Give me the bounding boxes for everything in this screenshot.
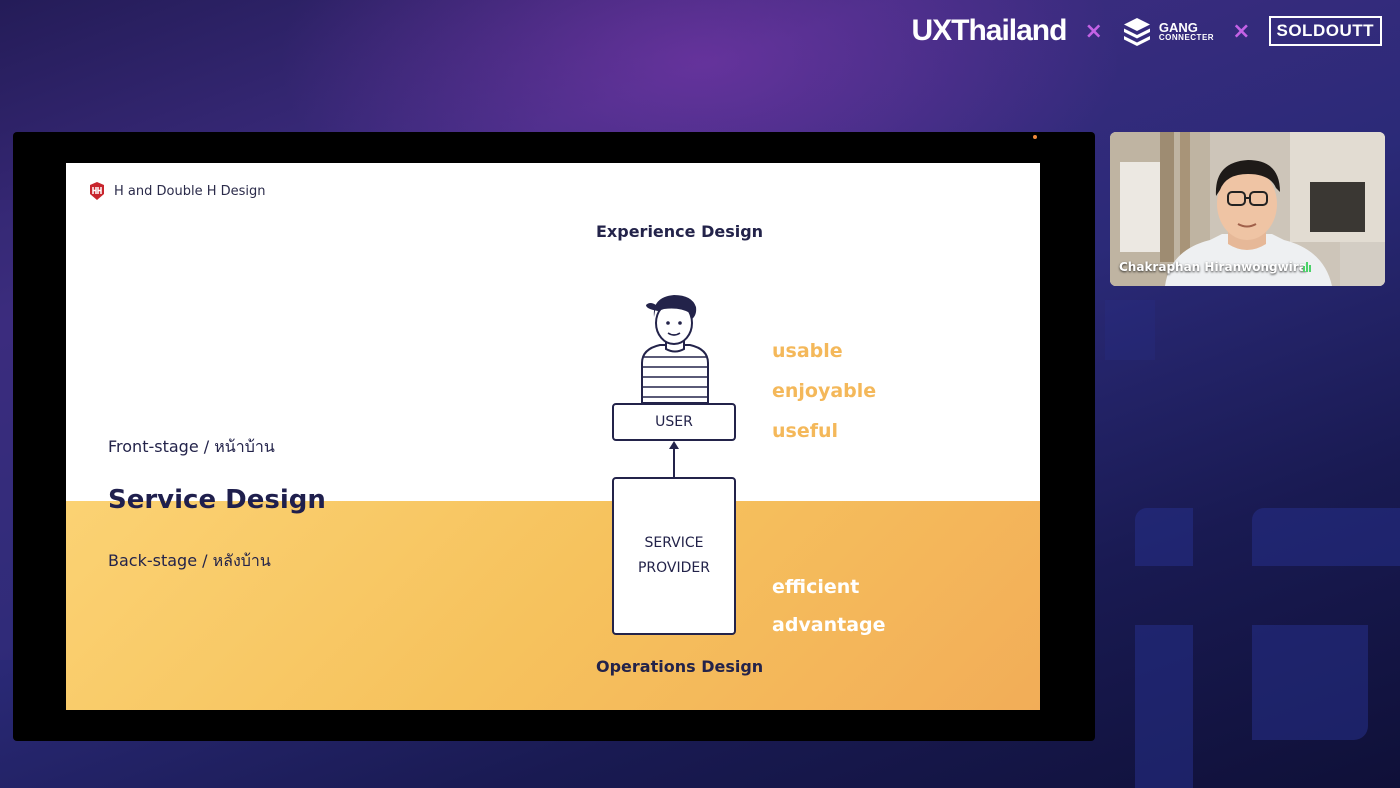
quality-enjoyable: enjoyable (772, 380, 876, 402)
quality-efficient: efficient (772, 576, 859, 598)
gang-connecter-logo: GANG CONNECTER (1121, 15, 1214, 47)
gang-text: GANG (1159, 21, 1214, 34)
presentation-slide: H and Double H Design Experience Design … (66, 163, 1040, 710)
user-person-icon (634, 291, 716, 403)
service-provider-box: SERVICE PROVIDER (612, 477, 736, 635)
quality-advantage: advantage (772, 614, 886, 636)
provider-line-2: PROVIDER (638, 556, 710, 581)
background-shape (0, 200, 12, 660)
quality-useful: useful (772, 420, 838, 442)
user-box: USER (612, 403, 736, 441)
collab-separator: × (1232, 19, 1250, 44)
connecter-text: CONNECTER (1159, 34, 1214, 42)
background-shape (1105, 300, 1155, 360)
back-stage-label: Back-stage / หลังบ้าน (108, 549, 271, 574)
mic-activity-icon (1303, 262, 1311, 272)
sponsor-logos: UXThailand × GANG CONNECTER × SOLDOUTT (911, 14, 1382, 48)
background-shape (1135, 508, 1193, 566)
uxthailand-logo: UXThailand (911, 14, 1066, 48)
participant-video-tile[interactable]: Chakraphan Hiranwongwira (1110, 132, 1385, 286)
service-design-title: Service Design (108, 485, 326, 515)
soldoutt-logo: SOLDOUTT (1269, 16, 1383, 46)
recording-indicator (1033, 135, 1037, 139)
background-shape (1252, 625, 1368, 740)
backstage-band (66, 501, 1040, 710)
slide-logo: H and Double H Design (87, 181, 266, 201)
operations-design-label: Operations Design (596, 657, 763, 676)
experience-design-label: Experience Design (596, 222, 763, 241)
layers-icon (1121, 15, 1153, 47)
arrow-up-icon (664, 441, 684, 477)
provider-line-1: SERVICE (644, 531, 703, 556)
background-shape (1252, 508, 1400, 566)
background-shape (1135, 625, 1193, 788)
front-stage-label: Front-stage / หน้าบ้าน (108, 435, 275, 460)
hh-design-logo-icon (87, 181, 107, 201)
screen-share-frame: H and Double H Design Experience Design … (13, 132, 1095, 741)
participant-name: Chakraphan Hiranwongwira (1119, 260, 1307, 274)
collab-separator: × (1084, 19, 1102, 44)
quality-usable: usable (772, 340, 843, 362)
slide-logo-text: H and Double H Design (114, 184, 266, 199)
